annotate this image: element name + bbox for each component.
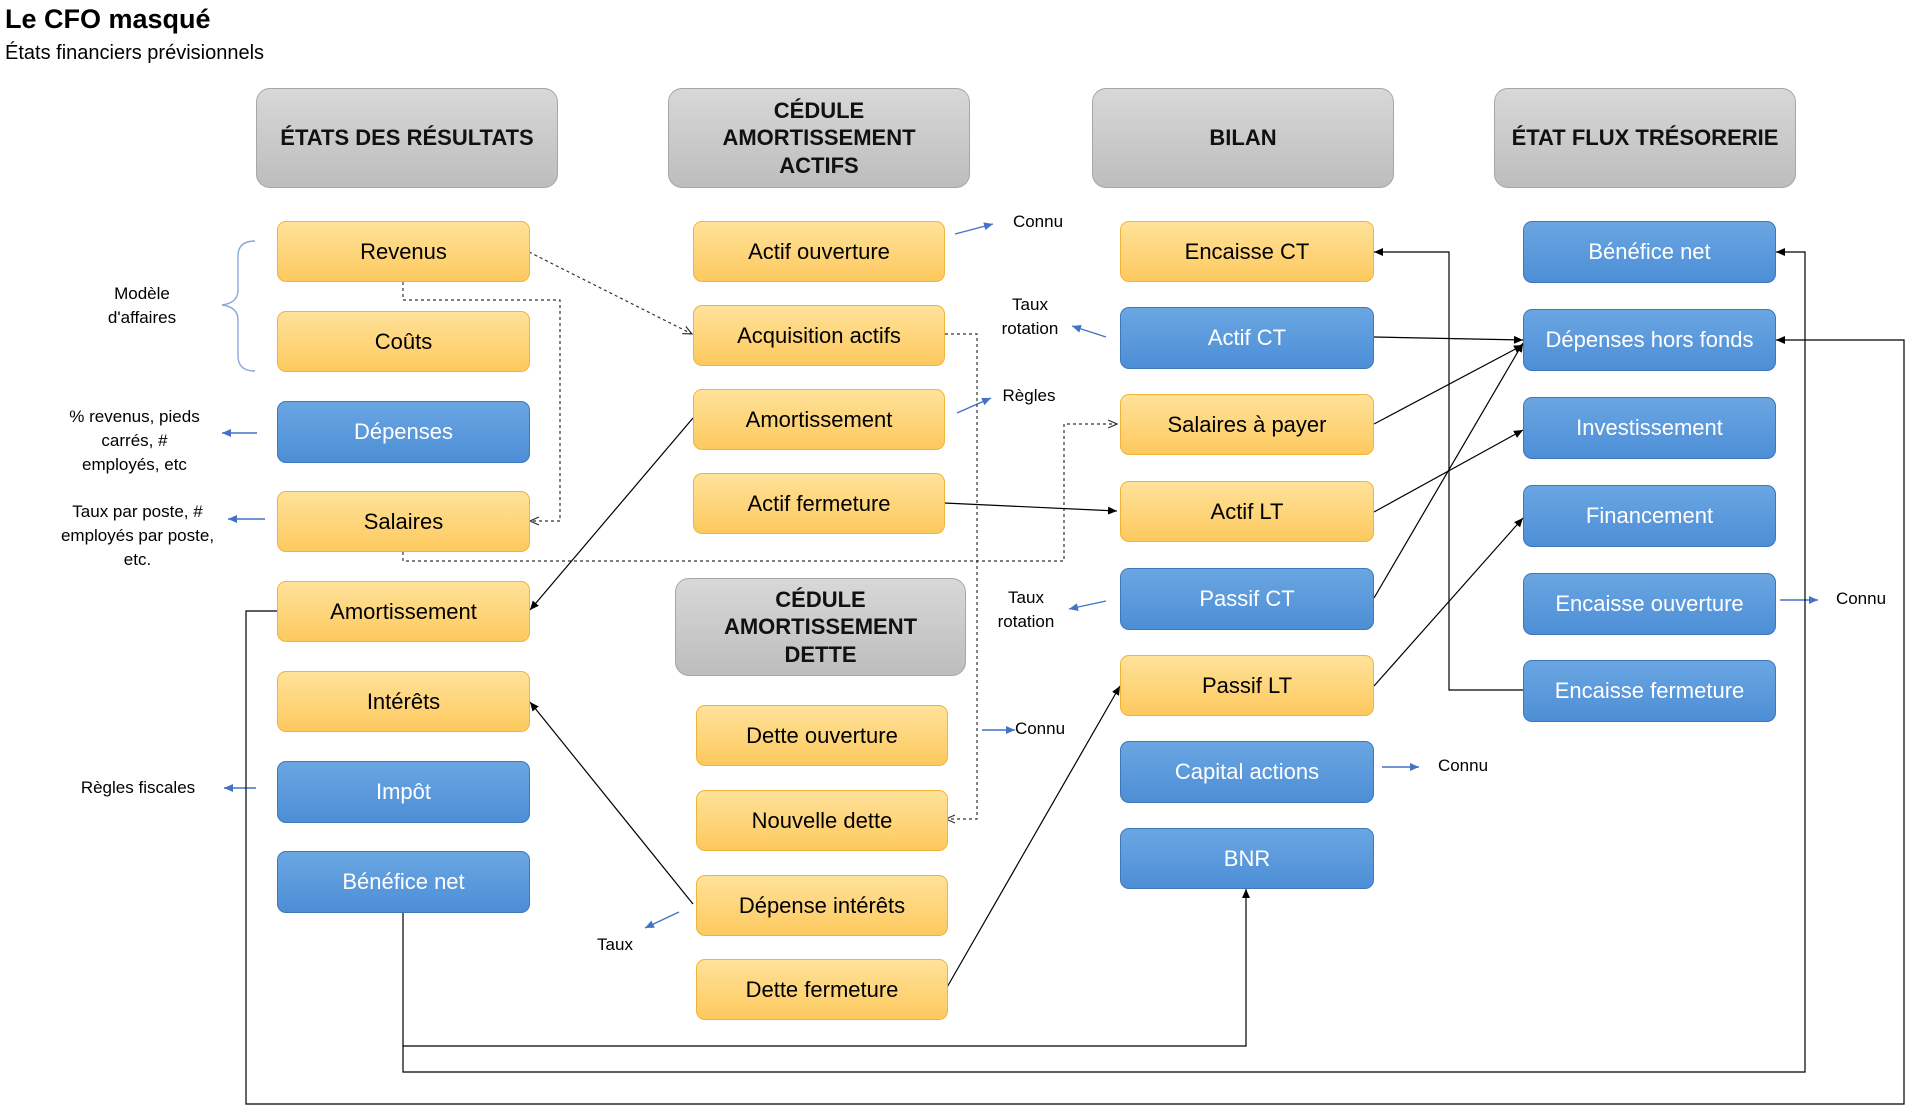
node-capital-actions: Capital actions [1120, 741, 1374, 803]
line-beneficenet-bnr [402, 889, 1250, 1047]
line-actiflt-investissement [1373, 429, 1524, 513]
node-couts: Coûts [277, 311, 530, 372]
header-cedule-dette: CÉDULE AMORTISSEMENT DETTE [675, 578, 966, 676]
node-actif-ouverture: Actif ouverture [693, 221, 945, 282]
node-encaisse-ouverture: Encaisse ouverture [1523, 573, 1776, 635]
dotted-revenus-acquisition [528, 251, 692, 334]
node-depenses: Dépenses [277, 401, 530, 463]
label-taux-rotation-actif: Taux rotation [1001, 294, 1059, 338]
arrow-interets-taux [644, 911, 680, 929]
node-impot: Impôt [277, 761, 530, 823]
node-dette-ouverture: Dette ouverture [696, 705, 948, 766]
arrow-amort-regles [956, 397, 992, 414]
arrow-passifct-taux [1068, 600, 1107, 612]
node-nouvelle-dette: Nouvelle dette [696, 790, 948, 851]
label-regles: Règles [1002, 385, 1056, 405]
line-passiflt-financement [1373, 517, 1524, 687]
line-salaires-depenses [1373, 344, 1524, 425]
bracket-modele [221, 240, 256, 372]
label-connu-actif: Connu [1012, 211, 1064, 231]
label-connu-dette: Connu [1014, 718, 1066, 738]
dotted-revenus-salaires [402, 282, 561, 521]
node-dette-fermeture: Dette fermeture [696, 959, 948, 1020]
label-taux-poste: Taux par poste, # employés par poste, et… [60, 501, 215, 570]
header-cedule-actifs: CÉDULE AMORTISSEMENT ACTIFS [668, 88, 970, 188]
line-dettefermeture-passiflt [945, 685, 1121, 990]
node-interets: Intérêts [277, 671, 530, 732]
label-regles-fiscales: Règles fiscales [80, 777, 196, 797]
header-bilan: BILAN [1092, 88, 1394, 188]
line-amort-actifs-to-resultats [529, 417, 694, 611]
node-benefice-net-resultats: Bénéfice net [277, 851, 530, 913]
page-subtitle: États financiers prévisionnels [5, 42, 265, 64]
node-actif-fermeture: Actif fermeture [693, 473, 945, 534]
arrow-actifct-taux [1071, 324, 1107, 338]
node-financement: Financement [1523, 485, 1776, 547]
label-connu-capital: Connu [1437, 755, 1489, 775]
node-amortissement-actifs: Amortissement [693, 389, 945, 450]
node-amortissement: Amortissement [277, 581, 530, 642]
line-amortissement-depenses [245, 336, 1905, 1105]
arrow-actif-ouverture-connu [954, 222, 994, 235]
line-interets-depense [529, 701, 694, 905]
node-actif-ct: Actif CT [1120, 307, 1374, 369]
label-taux: Taux [597, 934, 633, 954]
page-title: Le CFO masqué [5, 4, 211, 34]
label-pct-revenus: % revenus, pieds carrés, # employés, etc [69, 406, 200, 475]
node-depense-interets: Dépense intérêts [696, 875, 948, 936]
label-taux-rotation-passif: Taux rotation [997, 587, 1055, 631]
node-bnr: BNR [1120, 828, 1374, 889]
header-etats-resultats: ÉTATS DES RÉSULTATS [256, 88, 558, 188]
node-passif-lt: Passif LT [1120, 655, 1374, 716]
node-revenus: Revenus [277, 221, 530, 282]
node-benefice-net-flux: Bénéfice net [1523, 221, 1776, 283]
label-connu-encaisse: Connu [1835, 588, 1887, 608]
line-actiffermeture-actiflt [943, 502, 1118, 515]
node-salaires: Salaires [277, 491, 530, 552]
node-investissement: Investissement [1523, 397, 1776, 459]
header-flux-tresorerie: ÉTAT FLUX TRÉSORERIE [1494, 88, 1796, 188]
node-actif-lt: Actif LT [1120, 481, 1374, 542]
line-beneficenet-flux [402, 248, 1806, 1073]
node-passif-ct: Passif CT [1120, 568, 1374, 630]
dotted-salaires-salairespayer [402, 424, 1117, 562]
node-salaires-a-payer: Salaires à payer [1120, 394, 1374, 455]
line-actifct-depenses [1373, 335, 1524, 344]
node-encaisse-fermeture: Encaisse fermeture [1523, 660, 1776, 722]
node-acquisition-actifs: Acquisition actifs [693, 305, 945, 366]
node-depenses-hors-fonds: Dépenses hors fonds [1523, 309, 1776, 371]
label-modele-affaires: Modèle d'affaires [107, 283, 177, 327]
node-encaisse-ct: Encaisse CT [1120, 221, 1374, 282]
